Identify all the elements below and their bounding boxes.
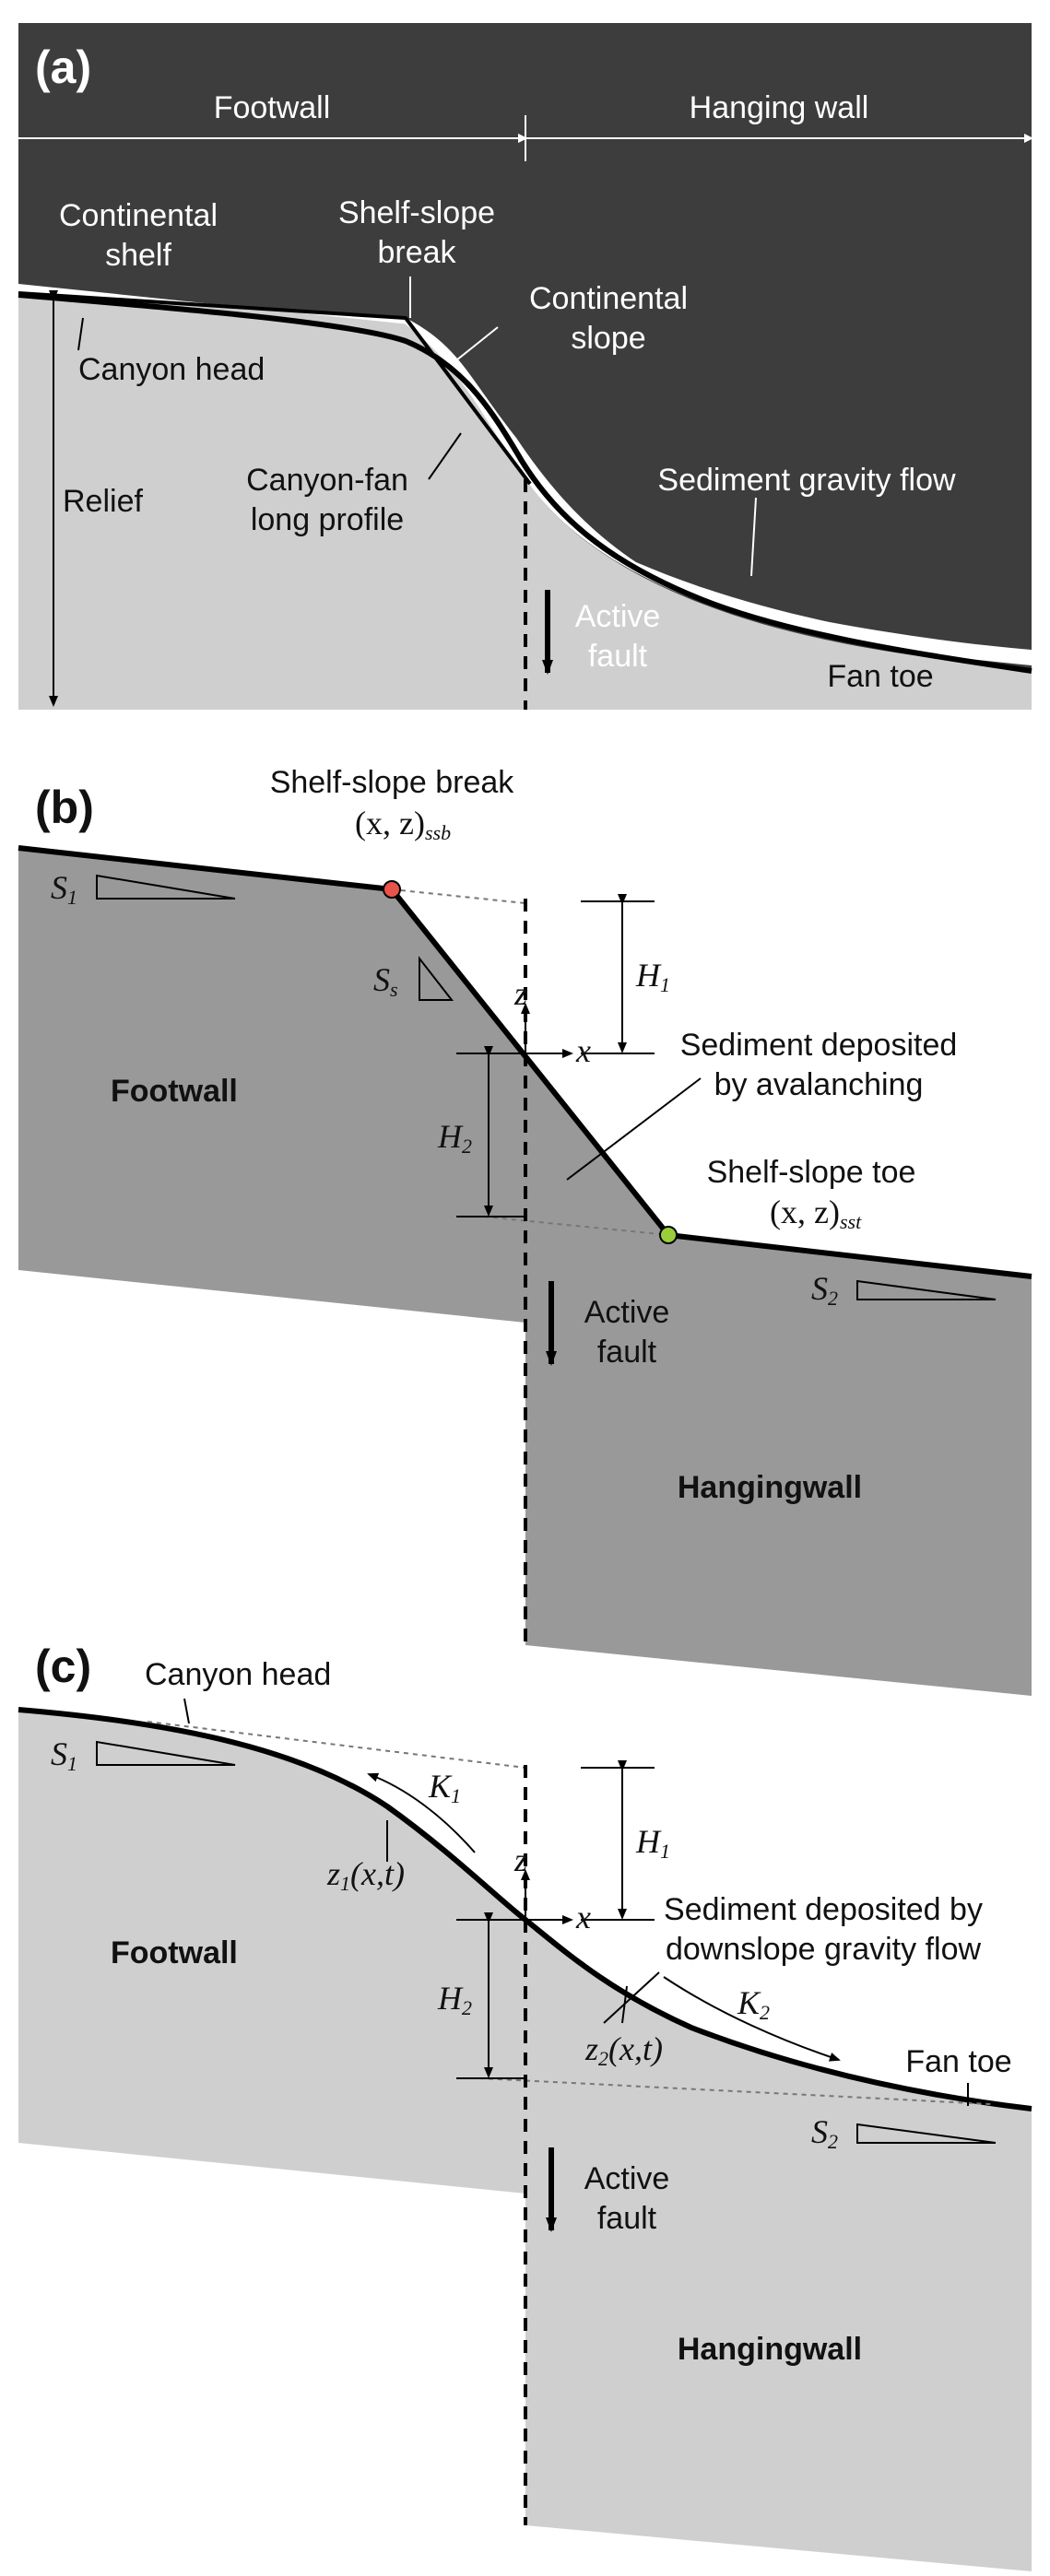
panel-b-footwall: Footwall (111, 1074, 238, 1109)
panel-c-active-fault-2: fault (597, 2201, 657, 2236)
panel-c-h1: H1 (635, 1823, 670, 1863)
panel-c-canyon-head-leader (183, 1698, 190, 1724)
panel-a-canyon-head: Canyon head (78, 352, 265, 387)
panel-b-shelf-slope-toe-point (659, 1226, 678, 1244)
panel-c-z2: z2(x,t) (584, 2030, 663, 2070)
panel-a-slope-leader (451, 326, 499, 365)
panel-a-shelf-slope-break-1: Shelf-slope (338, 195, 495, 230)
panel-b: (b) Shelf-slope break (x, z)ssb S1 Ss H1… (18, 765, 1032, 1696)
panel-a-continental-shelf-1: Continental (59, 198, 218, 233)
panel-b-sst-coord: (x, z)sst (770, 1194, 862, 1233)
panel-c-active-fault-1: Active (584, 2161, 670, 2196)
panel-b-h2: H2 (437, 1118, 472, 1158)
panel-a-fan-toe: Fan toe (827, 659, 933, 694)
panel-b-s1: S1 (51, 869, 77, 909)
panel-c-z-label: z (513, 1841, 527, 1878)
panel-a-relief: Relief (63, 484, 143, 519)
panel-b-sst-guide (483, 1216, 669, 1236)
panel-b-h1: H1 (635, 957, 670, 996)
panel-c-k1-arrow (367, 1772, 476, 1853)
panel-a-continental-slope-1: Continental (529, 281, 688, 316)
panel-b-s2: S2 (811, 1270, 838, 1310)
panel-a-canyon-fan-1: Canyon-fan (246, 463, 408, 498)
panel-a-hanging-wall: Hanging wall (690, 90, 869, 125)
panel-b-shelf-slope-break-point (383, 880, 401, 899)
panel-a-profile-leader (428, 432, 462, 480)
panel-c-k1: K1 (428, 1768, 461, 1807)
panel-a-shelf-break-line (18, 291, 532, 486)
panel-a-flow-leader (750, 497, 757, 577)
panel-c-hangingwall-block (525, 1920, 1032, 2571)
panel-c-s2: S2 (811, 2113, 838, 2153)
panel-a-footwall: Footwall (214, 90, 331, 125)
panel-c-hangingwall: Hangingwall (678, 2332, 862, 2367)
panel-c-sediment-leader (603, 1971, 660, 2024)
panel-a-active-fault-1: Active (575, 599, 661, 634)
panel-b-z-label: z (513, 975, 527, 1012)
panel-b-active-fault-1: Active (584, 1295, 670, 1330)
panel-b-hangingwall: Hangingwall (678, 1470, 862, 1505)
panel-b-footwall-block (18, 848, 525, 1323)
panel-c-sediment-2: downslope gravity flow (666, 1932, 982, 1967)
panel-c-x-label: x (575, 1899, 591, 1935)
panel-a-sediment-gravity-flow-label: Sediment gravity flow (657, 463, 956, 498)
panel-b-shelf-slope-break: Shelf-slope break (270, 765, 515, 800)
panel-a-label: (a) (35, 41, 91, 93)
panel-c-h2: H2 (437, 1980, 472, 2019)
panel-c-s1-triangle (96, 1740, 236, 1766)
panel-c-sediment-1: Sediment deposited by (664, 1892, 983, 1927)
panel-b-ssb-coord: (x, z)ssb (355, 805, 451, 844)
panel-a-continental-shelf-2: shelf (105, 238, 171, 273)
panel-c-s1: S1 (51, 1735, 77, 1775)
panel-a-sediment-gravity-flow (406, 318, 1032, 665)
panel-c-footwall: Footwall (111, 1935, 238, 1970)
panel-a: (a) Footwall Hanging wall Continental sh… (11, 23, 1033, 710)
panel-b-ssb-guide (391, 888, 526, 904)
panel-b-profile-line (18, 845, 1032, 1279)
panel-c-k2: K2 (737, 1984, 770, 2024)
panel-b-s1-triangle (96, 874, 236, 900)
panel-a-canyon-head-leader (77, 317, 84, 351)
panel-c-fan-toe: Fan toe (905, 2044, 1011, 2079)
panel-c-canyon-head: Canyon head (145, 1657, 331, 1692)
panel-a-continental-slope-2: slope (571, 321, 645, 356)
panel-b-ss-triangle (419, 956, 454, 1001)
panel-a-canyon-fan-2: long profile (251, 502, 404, 537)
panel-b-x-label: x (575, 1032, 591, 1069)
panel-c-s2-triangle (856, 2123, 997, 2144)
panel-b-shelf-slope-toe: Shelf-slope toe (707, 1155, 916, 1190)
panel-a-shelf-slope-break-2: break (377, 235, 456, 270)
panel-c: (c) Canyon head S1 K1 z1(x,t) H1 H2 z x … (18, 1641, 1032, 2571)
panel-b-active-fault-2: fault (597, 1335, 657, 1370)
panel-b-sediment-1: Sediment deposited (680, 1028, 958, 1063)
panel-b-s2-triangle (856, 1279, 997, 1300)
panel-b-label: (b) (35, 782, 94, 833)
panel-c-label: (c) (35, 1641, 91, 1692)
panel-c-footwall-block (18, 1710, 525, 2194)
panel-c-toe-guide (478, 2077, 992, 2105)
panel-c-k2-arrow (663, 1976, 841, 2062)
panel-b-hangingwall-block (525, 1053, 1032, 1696)
panel-b-sediment-leader (566, 1077, 702, 1181)
panel-c-z1: z1(x,t) (326, 1855, 405, 1895)
panel-c-head-guide (147, 1721, 526, 1769)
panel-b-sediment-2: by avalanching (714, 1067, 924, 1102)
panel-a-active-fault-2: fault (588, 639, 648, 674)
panel-b-ss: Ss (373, 961, 398, 1001)
panel-a-canyon-fan-profile-line (18, 292, 1032, 674)
